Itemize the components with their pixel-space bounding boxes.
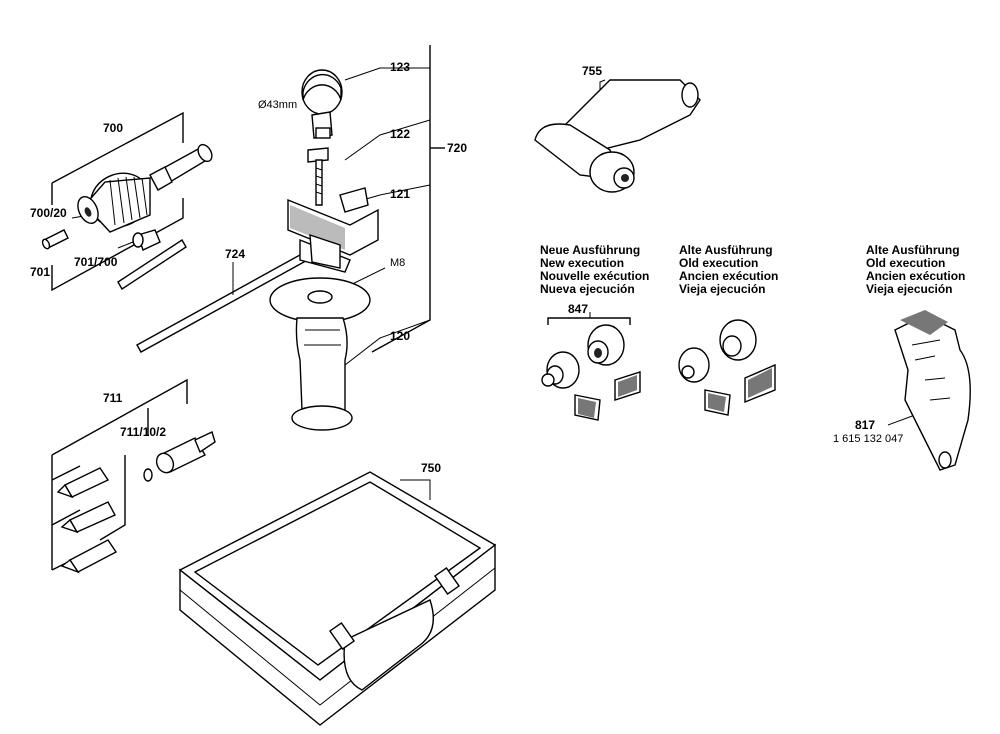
label-711-10-2: 711/10/2 — [120, 425, 166, 439]
heading-old2-de: Alte Ausführung — [866, 243, 960, 257]
label-121: 121 — [390, 187, 410, 201]
handle-bracket — [287, 187, 379, 273]
case-latch-left — [328, 621, 356, 651]
label-711: 711 — [103, 391, 123, 405]
label-724: 724 — [225, 247, 245, 261]
chuck-screw — [41, 229, 69, 250]
heading-old2-en: Old execution — [866, 256, 945, 270]
heading-old-execution-1: Alte Ausführung Old execution Ancien exé… — [679, 243, 778, 296]
chuck-key — [117, 229, 187, 290]
heading-old2-es: Vieja ejecución — [866, 282, 953, 296]
heading-old-execution-2: Alte Ausführung Old execution Ancien exé… — [866, 243, 965, 296]
label-817-partnumber: 1 615 132 047 — [833, 433, 903, 445]
bracket-700 — [51, 111, 184, 184]
label-720: 720 — [447, 141, 467, 155]
heading-new-es: Nueva ejecución — [540, 282, 635, 296]
bracket-711 — [51, 378, 188, 456]
label-diameter: Ø43mm — [258, 99, 297, 111]
label-701-700: 701/700 — [74, 255, 118, 269]
case-latch-right — [433, 566, 461, 596]
side-handle — [269, 277, 371, 431]
label-123: 123 — [390, 60, 410, 74]
drill-chuck — [77, 172, 151, 233]
carrying-case: 750 — [178, 461, 497, 726]
label-755: 755 — [582, 64, 602, 78]
bracket-701 — [51, 198, 184, 292]
heading-old1-de: Alte Ausführung — [679, 243, 773, 257]
label-847: 847 — [568, 302, 588, 316]
case-body — [179, 543, 496, 726]
label-700: 700 — [103, 121, 123, 135]
t-bolt — [307, 147, 329, 206]
retaining-ring — [143, 468, 153, 482]
heading-old1-es: Vieja ejecución — [679, 282, 766, 296]
bushing-set-new: 847 — [541, 302, 641, 421]
chuck-adapter-shank — [149, 143, 213, 191]
label-701: 701 — [30, 265, 50, 279]
label-817: 817 — [855, 418, 875, 432]
drill-chuck-group: 700 700/20 701 701/700 — [30, 111, 213, 292]
handle-housing: 817 1 615 132 047 — [833, 310, 971, 471]
heading-new-execution: Neue Ausführung New execution Nouvelle e… — [540, 243, 649, 296]
clamp-band — [301, 69, 343, 139]
screwdriver-bits-group: 711 711/10/2 — [51, 378, 216, 574]
heading-old2-fr: Ancien exécution — [866, 269, 965, 283]
phillips-bit-2 — [60, 501, 116, 534]
bit-holder — [155, 431, 216, 474]
label-750: 750 — [421, 461, 441, 475]
label-120: 120 — [390, 329, 410, 343]
label-m8: M8 — [390, 257, 405, 269]
heading-new-fr: Nouvelle exécution — [540, 269, 649, 283]
phillips-bit-1 — [56, 467, 110, 499]
heading-old1-fr: Ancien exécution — [679, 269, 778, 283]
slotted-bit — [60, 539, 118, 574]
bushing-set-old — [678, 319, 776, 416]
right-angle-attachment: 755 — [534, 64, 701, 193]
label-122: 122 — [390, 127, 410, 141]
heading-new-de: Neue Ausführung — [540, 243, 640, 257]
heading-new-en: New execution — [540, 256, 624, 270]
label-700-20: 700/20 — [30, 206, 67, 220]
auxiliary-handle-group: Ø43mm 123 122 121 720 M8 120 — [258, 45, 467, 431]
case-handle — [343, 599, 434, 691]
heading-old1-en: Old execution — [679, 256, 758, 270]
